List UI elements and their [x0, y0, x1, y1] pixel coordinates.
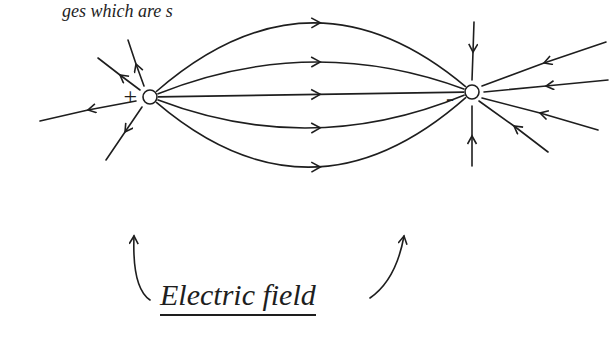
pointer-arrow: [370, 236, 404, 298]
field-line: [156, 18, 466, 92]
caption-label: Electric field: [160, 278, 316, 316]
field-line: [157, 95, 464, 133]
outward-line: [106, 107, 142, 160]
inward-line: [484, 80, 608, 92]
field-line: [157, 95, 464, 128]
field-line: [157, 57, 464, 94]
note-text: ges which are s: [62, 0, 173, 22]
field-line: [158, 89, 464, 99]
outward-line: [40, 101, 136, 121]
arrow-head: [311, 57, 320, 67]
inward-line: [482, 98, 598, 130]
inward-line: [482, 42, 606, 86]
field-line: [156, 97, 466, 167]
pointer-arrow: [134, 236, 150, 300]
inward-line: [479, 101, 548, 152]
arrow-head: [311, 89, 320, 99]
charge-circle: [465, 85, 479, 99]
charge-sign: -: [446, 86, 454, 110]
field-line: [156, 97, 466, 172]
charge-circle: [143, 90, 157, 104]
field-line: [158, 92, 464, 97]
arrow-head: [311, 123, 320, 133]
field-line: [156, 23, 466, 92]
charge-sign: +: [122, 84, 138, 108]
arrow-head: [311, 18, 320, 28]
point-charge: -: [446, 80, 482, 108]
inward-line: [471, 106, 473, 166]
outward-line: [128, 40, 144, 86]
field-line: [157, 62, 464, 94]
point-charge: +: [122, 84, 162, 110]
inward-line: [472, 22, 474, 80]
arrow-head: [311, 162, 320, 172]
